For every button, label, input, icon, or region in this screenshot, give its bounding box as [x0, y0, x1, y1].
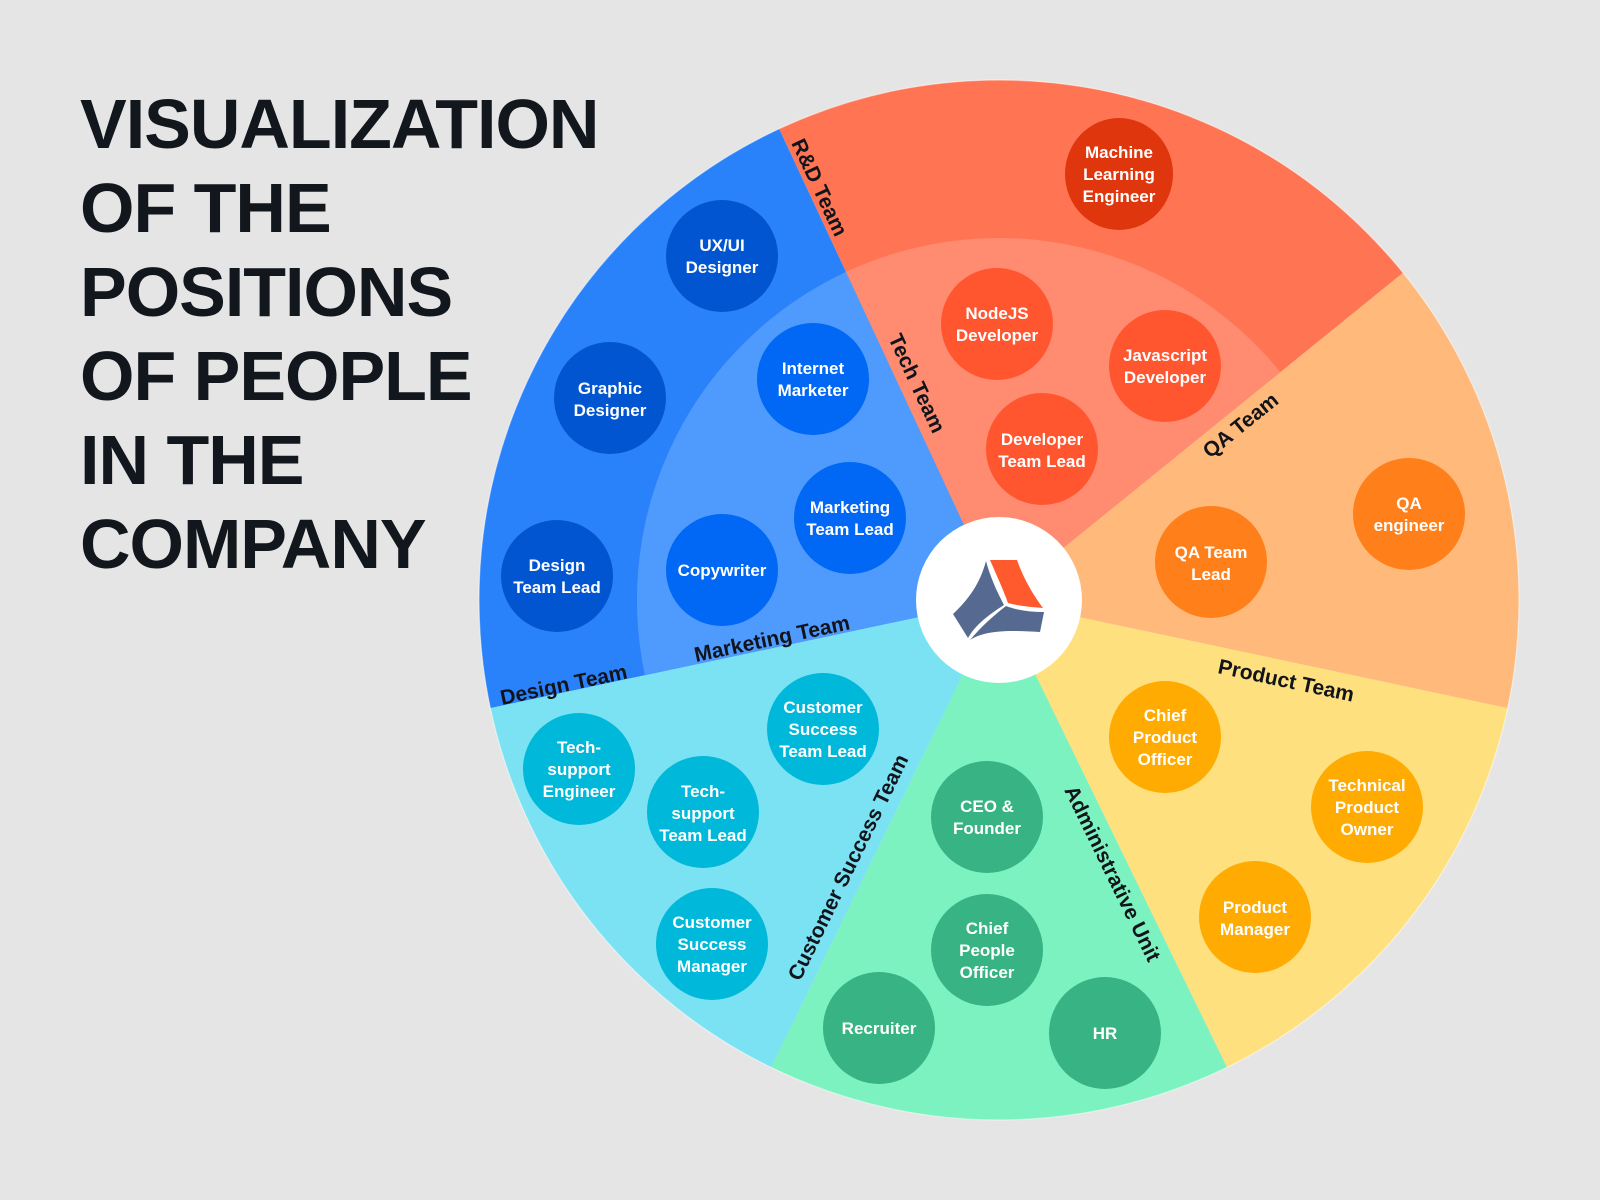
- page-title: VISUALIZATION OF THE POSITIONS OF PEOPLE…: [80, 82, 599, 586]
- bubble-label: CEO &: [960, 797, 1014, 816]
- bubble-label: Design: [529, 556, 586, 575]
- role-bubbles: UX/UI Designer Graphic Designer Design T…: [501, 118, 1465, 1089]
- bubble-label: Team Lead: [806, 520, 894, 539]
- company-logo-icon: [953, 560, 1044, 640]
- bubble-ux-ui-designer[interactable]: UX/UI Designer: [666, 200, 778, 312]
- bubble-label: Owner: [1341, 820, 1394, 839]
- bubble-nodejs-developer[interactable]: NodeJS Developer: [941, 268, 1053, 380]
- bubble-design-team-lead[interactable]: Design Team Lead: [501, 520, 613, 632]
- bubble-label: Tech-: [557, 738, 601, 757]
- bubble-label: Officer: [1138, 750, 1193, 769]
- bubble-internet-marketer[interactable]: Internet Marketer: [757, 323, 869, 435]
- title-line-6: COMPANY: [80, 505, 427, 583]
- bubble-label: Marketing: [810, 498, 890, 517]
- bubble-label: Graphic: [578, 379, 642, 398]
- bubble-label: support: [671, 804, 735, 823]
- bubble-label: Officer: [960, 963, 1015, 982]
- bubble-customer-success-manager[interactable]: Customer Success Manager: [656, 888, 768, 1000]
- bubble-label: Lead: [1191, 565, 1231, 584]
- bubble-label: People: [959, 941, 1015, 960]
- bubble-label: Success: [789, 720, 858, 739]
- bubble-label: Customer: [672, 913, 752, 932]
- bubble-qa-team-lead[interactable]: QA Team Lead: [1155, 506, 1267, 618]
- center-logo: [916, 517, 1082, 683]
- bubble-label: Designer: [574, 401, 647, 420]
- bubble-label: Product: [1335, 798, 1400, 817]
- bubble-label: Marketer: [778, 381, 849, 400]
- bubble-chief-product-officer[interactable]: Chief Product Officer: [1109, 681, 1221, 793]
- bubble-label: Engineer: [543, 782, 616, 801]
- bubble-label: UX/UI: [699, 236, 744, 255]
- bubble-label: Designer: [686, 258, 759, 277]
- bubble-label: Tech-: [681, 782, 725, 801]
- bubble-label: Product: [1223, 898, 1288, 917]
- bubble-label: Team Lead: [779, 742, 867, 761]
- bubble-label: Product: [1133, 728, 1198, 747]
- bubble-ceo-founder[interactable]: CEO & Founder: [931, 761, 1043, 873]
- bubble-label: Team Lead: [659, 826, 747, 845]
- bubble-label: Customer: [783, 698, 863, 717]
- bubble-label: HR: [1093, 1024, 1118, 1043]
- bubble-technical-product-owner[interactable]: Technical Product Owner: [1311, 751, 1423, 863]
- bubble-label: Success: [678, 935, 747, 954]
- bubble-machine-learning-engineer[interactable]: Machine Learning Engineer: [1065, 118, 1173, 230]
- bubble-label: Recruiter: [842, 1019, 917, 1038]
- wheel-outline: [478, 79, 1520, 1121]
- bubble-hr[interactable]: HR: [1049, 977, 1161, 1089]
- bubble-label: Developer: [1124, 368, 1207, 387]
- title-line-4: OF PEOPLE: [80, 337, 473, 415]
- bubble-chief-people-officer[interactable]: Chief People Officer: [931, 894, 1043, 1006]
- bubble-javascript-developer[interactable]: Javascript Developer: [1109, 310, 1221, 422]
- bubble-product-manager[interactable]: Product Manager: [1199, 861, 1311, 973]
- bubble-label: Engineer: [1083, 187, 1156, 206]
- bubble-label: Team Lead: [513, 578, 601, 597]
- bubble-copywriter[interactable]: Copywriter: [666, 514, 778, 626]
- bubble-label: support: [547, 760, 611, 779]
- bubble-recruiter[interactable]: Recruiter: [823, 972, 935, 1084]
- bubble-label: Copywriter: [678, 561, 767, 580]
- bubble-label: Javascript: [1123, 346, 1207, 365]
- bubble-label: Chief: [966, 919, 1009, 938]
- bubble-label: Internet: [782, 359, 845, 378]
- bubble-qa-engineer[interactable]: QA engineer: [1353, 458, 1465, 570]
- bubble-label: Founder: [953, 819, 1021, 838]
- bubble-label: NodeJS: [965, 304, 1028, 323]
- title-line-3: POSITIONS: [80, 253, 453, 331]
- bubble-label: QA: [1396, 494, 1422, 513]
- bubble-label: Chief: [1144, 706, 1187, 725]
- bubble-label: Developer: [1001, 430, 1084, 449]
- title-line-2: OF THE: [80, 169, 332, 247]
- bubble-graphic-designer[interactable]: Graphic Designer: [554, 342, 666, 454]
- bubble-label: QA Team: [1175, 543, 1248, 562]
- title-line-5: IN THE: [80, 421, 304, 499]
- bubble-label: Learning: [1083, 165, 1155, 184]
- bubble-label: Machine: [1085, 143, 1153, 162]
- bubble-customer-success-team-lead[interactable]: Customer Success Team Lead: [767, 673, 879, 785]
- bubble-marketing-team-lead[interactable]: Marketing Team Lead: [794, 462, 906, 574]
- sector-qa-team[interactable]: [999, 272, 1519, 709]
- bubble-label: Manager: [1220, 920, 1290, 939]
- bubble-tech-support-team-lead[interactable]: Tech- support Team Lead: [647, 756, 759, 868]
- bubble-label: Manager: [677, 957, 747, 976]
- bubble-label: Technical: [1328, 776, 1405, 795]
- bubble-label: engineer: [1374, 516, 1445, 535]
- bubble-developer-team-lead[interactable]: Developer Team Lead: [986, 393, 1098, 505]
- bubble-label: Developer: [956, 326, 1039, 345]
- title-line-1: VISUALIZATION: [80, 85, 599, 163]
- bubble-tech-support-engineer[interactable]: Tech- support Engineer: [523, 713, 635, 825]
- bubble-label: Team Lead: [998, 452, 1086, 471]
